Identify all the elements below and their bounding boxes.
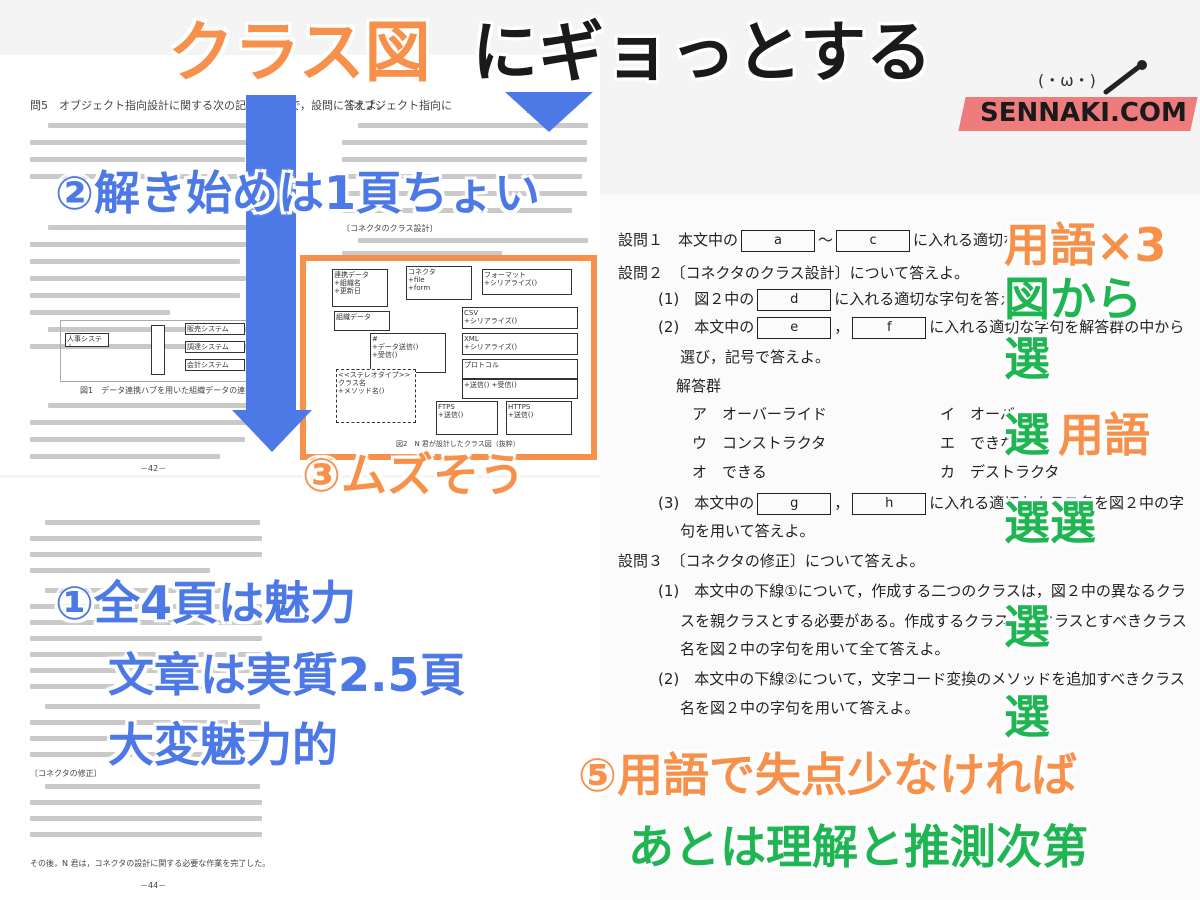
question-3-1b: スを親クラスとする必要がある。作成するクラスの親クラスとすべきクラス xyxy=(680,612,1187,630)
class-design-heading: 〔コネクタのクラス設計〕 xyxy=(342,224,438,233)
title-orange: クラス図 xyxy=(168,14,431,91)
q1-prefix: 設問１ 本文中の xyxy=(618,231,739,249)
exam-page-questions xyxy=(600,195,1200,900)
answer-a: ア オーバーライド xyxy=(692,405,827,423)
question-2: 設問２ 〔コネクタのクラス設計〕について答えよ。 xyxy=(618,264,970,282)
q2-2-prefix: (2) 本文中の xyxy=(658,318,755,336)
class-diagram-frame: 連携データ+組織名+更新日 コネクタ+file+form フォーマット+シリアラ… xyxy=(300,255,597,460)
title-black: にギョっとする xyxy=(472,14,933,91)
last-line: その後，N 君は，コネクタの設計に関する必要な作業を完了した。 xyxy=(30,859,271,868)
question-heading: 問5 オブジェクト指向設計に関する次の記述を読んで，設問に答えよ。 xyxy=(30,99,389,112)
question-2-3-cont: 句を用いて答えよ。 xyxy=(680,522,815,540)
answer-ka: カ デストラクタ xyxy=(940,463,1060,481)
question-3-2b: 名を図２中の字句を用いて答えよ。 xyxy=(680,699,920,717)
annotation-select-1: 選 xyxy=(1004,332,1050,386)
question-3-1c: 名を図２中の字句を用いて全て答えよ。 xyxy=(680,640,950,658)
q1-suffix: に入れる適切な xyxy=(913,231,1019,249)
annotation-from-figure: 図から xyxy=(1004,272,1142,326)
annotation-select-terms-a: 選 xyxy=(1004,408,1050,462)
question-3-2a: (2) 本文中の下線②について，文字コード変換のメソッドを追加すべきクラス xyxy=(658,670,1185,688)
site-logo: SENNAKI.COM xyxy=(980,98,1187,128)
annotation-2: ②解き始めは1頁ちょい xyxy=(55,166,540,220)
annotation-1-line3: 大変魅力的 xyxy=(108,718,338,772)
fix-heading: 〔コネクタの修正〕 xyxy=(30,769,102,778)
q2-1-suffix: に入れる適切な字句を答え xyxy=(834,290,1015,308)
question-2-2-cont: 選び，記号で答えよ。 xyxy=(680,348,831,366)
page-number: －44－ xyxy=(140,881,167,890)
answer-i: イ オーバ xyxy=(940,405,1015,423)
annotation-select-select: 選選 xyxy=(1004,496,1096,550)
figure-1-caption: 図1 データ連携ハブを用いた組織データの連携の例 xyxy=(80,386,270,395)
box-g: g xyxy=(757,492,832,515)
annotation-1-line1: ①全4頁は魅力 xyxy=(55,576,356,630)
question-3-1a: (1) 本文中の下線①について，作成する二つのクラスは，図２中の異なるクラ xyxy=(658,582,1186,600)
exam-page-bottom-left: 〔コネクタの修正〕 その後，N 君は，コネクタの設計に関する必要な作業を完了した… xyxy=(0,478,600,900)
column-heading: 〔オブジェクト指向に xyxy=(342,99,452,112)
page-number: －42－ xyxy=(140,464,167,473)
box-h: h xyxy=(852,492,927,515)
annotation-1-line2: 文章は実質2.5頁 xyxy=(108,648,466,702)
answer-e: エ できな xyxy=(940,434,1016,452)
down-arrow-shaft-left xyxy=(246,95,296,420)
q2-2-suffix: に入れる適切な字句を解答群の中から xyxy=(929,318,1185,336)
box-f: f xyxy=(852,316,927,339)
annotation-select-3: 選 xyxy=(1004,690,1050,744)
answer-u: ウ コンストラクタ xyxy=(692,434,827,452)
q1-tilde: ～ xyxy=(818,231,834,249)
down-arrow-icon xyxy=(232,410,312,452)
brush-icon xyxy=(1103,60,1147,95)
figure-2-caption: 図2 N 君が設計したクラス図（抜粋） xyxy=(396,440,520,448)
annotation-terms: 用語×3 xyxy=(1004,218,1167,272)
box-c: c xyxy=(836,229,911,252)
q2-3-comma: ， xyxy=(834,494,850,512)
box-d: d xyxy=(757,288,832,311)
q2-1-prefix: (1) 図２中の xyxy=(658,290,755,308)
logo-face: (・ω・) xyxy=(1038,71,1096,90)
q2-3-prefix: (3) 本文中の xyxy=(658,494,755,512)
box-a: a xyxy=(741,229,816,252)
annotation-3: ③ムズそう xyxy=(302,448,525,502)
box-e: e xyxy=(757,316,832,339)
question-3: 設問３ 〔コネクタの修正〕について答えよ。 xyxy=(618,552,925,570)
annotation-5-line1: ⑤用語で失点少なければ xyxy=(578,748,1077,802)
annotation-select-2: 選 xyxy=(1004,600,1050,654)
answer-group-label: 解答群 xyxy=(676,377,722,395)
q2-2-comma: ， xyxy=(834,318,850,336)
figure-1-diagram: 人事システム 販売システム 調達システム 会計システム xyxy=(60,320,252,382)
q2-3-suffix: に入れる適切なクラス名を図２中の字 xyxy=(929,494,1184,512)
down-arrow-small-icon xyxy=(505,92,593,132)
annotation-select-terms-b: 用語 xyxy=(1058,408,1150,462)
answer-o: オ できる xyxy=(692,463,767,481)
annotation-5-line2: あとは理解と推測次第 xyxy=(628,820,1088,874)
